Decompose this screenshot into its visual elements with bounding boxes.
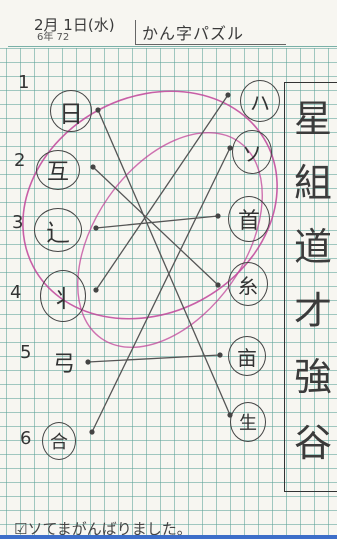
- match-line-5: [88, 355, 220, 362]
- right-char-4: 糸: [228, 262, 268, 306]
- match-line-1: [98, 110, 230, 415]
- answer-char-3: 道: [288, 216, 337, 271]
- item-number-4: 4: [10, 282, 21, 303]
- answer-char-4: 才: [288, 280, 337, 335]
- item-number-6: 6: [20, 428, 31, 449]
- dot-right-3: [215, 213, 220, 218]
- dot-left-4: [93, 287, 98, 292]
- dot-right-5: [217, 352, 222, 357]
- left-char-4: 丬: [40, 270, 86, 322]
- answer-char-2: 組: [288, 152, 337, 207]
- left-char-5: 弓: [42, 340, 86, 384]
- item-number-2: 2: [14, 150, 25, 171]
- left-char-1: 日: [50, 90, 92, 132]
- dot-left-3: [93, 225, 98, 230]
- right-char-5: 亩: [228, 336, 266, 376]
- right-char-3: 首: [228, 196, 270, 242]
- dot-left-1: [95, 107, 100, 112]
- dot-left-6: [89, 429, 94, 434]
- dot-left-2: [90, 164, 95, 169]
- answer-char-6: 谷: [288, 412, 337, 467]
- item-number-1: 1: [18, 72, 29, 93]
- dot-left-5: [85, 359, 90, 364]
- answer-char-1: 星: [288, 88, 337, 143]
- answer-char-5: 強: [288, 346, 337, 401]
- right-char-6: 生: [230, 402, 266, 442]
- item-number-5: 5: [20, 342, 31, 363]
- dot-right-4: [215, 282, 220, 287]
- right-char-1: ハ: [240, 80, 280, 122]
- left-char-6: 合: [42, 422, 76, 460]
- bottom-edge-bar: [0, 535, 337, 539]
- right-char-2: ソ: [232, 130, 272, 174]
- item-number-3: 3: [12, 212, 23, 233]
- dot-right-1: [225, 92, 230, 97]
- left-char-3: 辶: [34, 208, 82, 252]
- match-line-3: [96, 216, 218, 228]
- left-char-2: 互: [36, 150, 80, 190]
